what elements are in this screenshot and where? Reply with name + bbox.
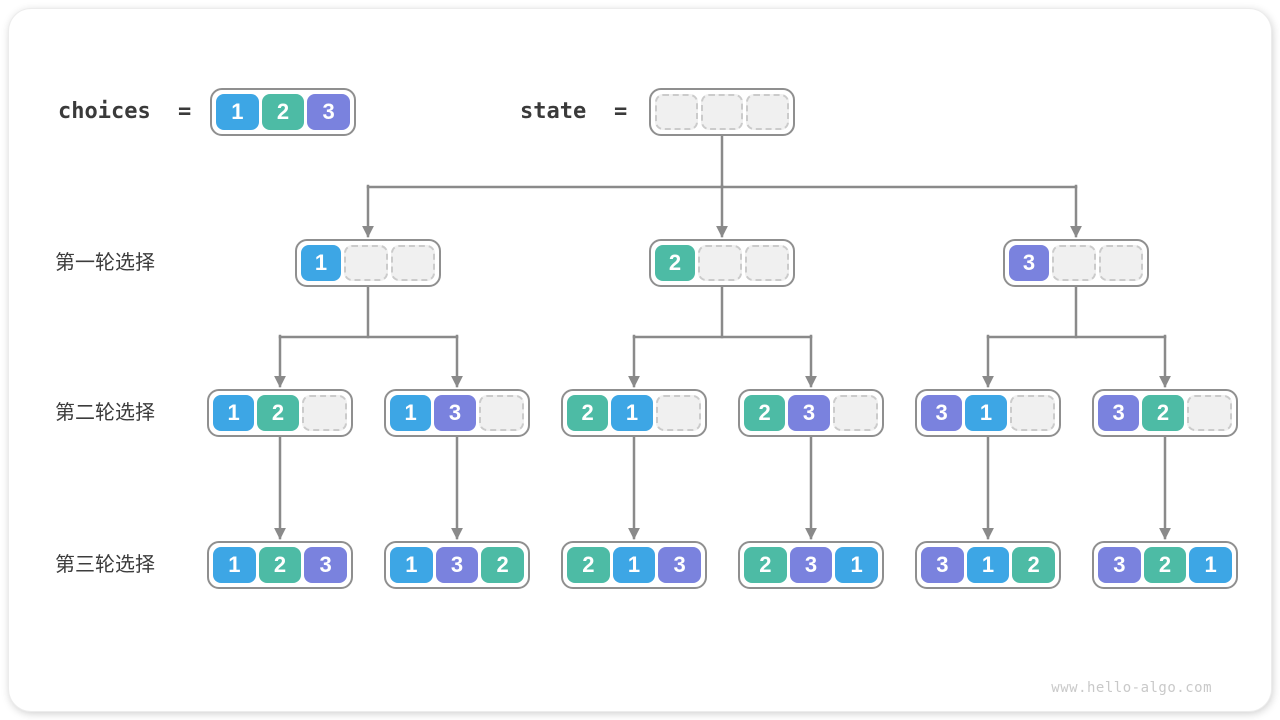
array-cell <box>1009 395 1055 431</box>
array-cell: 2 <box>655 245 695 281</box>
array-cell: 3 <box>1098 395 1140 431</box>
node-r3-123: 1 2 3 <box>207 541 353 589</box>
array-cell: 2 <box>567 395 609 431</box>
array-cell: 2 <box>1143 547 1187 583</box>
array-cell <box>344 245 388 281</box>
array-cell: 2 <box>744 395 786 431</box>
row-label-round-3: 第三轮选择 <box>55 554 155 576</box>
array-cell: 1 <box>612 547 656 583</box>
node-r2-31: 3 1 <box>915 389 1061 437</box>
array-cell: 1 <box>390 395 432 431</box>
node-r2-12: 1 2 <box>207 389 353 437</box>
state-label: state <box>520 99 587 124</box>
node-r1-1: 1 <box>295 239 441 287</box>
state-equals-sign: = <box>614 99 628 124</box>
array-cell: 1 <box>965 395 1007 431</box>
node-r3-132: 1 3 2 <box>384 541 530 589</box>
array-cell: 2 <box>1012 547 1056 583</box>
node-r2-23: 2 3 <box>738 389 884 437</box>
array-cell <box>655 94 698 130</box>
array-cell <box>301 395 347 431</box>
array-cell <box>478 395 524 431</box>
array-cell: 3 <box>921 547 964 583</box>
array-cell <box>391 245 435 281</box>
node-r2-21: 2 1 <box>561 389 707 437</box>
state-box <box>649 88 795 136</box>
node-r1-2: 2 <box>649 239 795 287</box>
array-cell: 3 <box>307 94 351 130</box>
array-cell: 3 <box>434 395 476 431</box>
array-cell: 1 <box>213 395 255 431</box>
figure-card <box>9 9 1271 711</box>
array-cell: 1 <box>611 395 653 431</box>
array-cell <box>1186 395 1232 431</box>
array-cell <box>746 94 790 130</box>
node-r2-32: 3 2 <box>1092 389 1238 437</box>
choices-box: 1 2 3 <box>210 88 356 136</box>
array-cell: 1 <box>1189 547 1233 583</box>
watermark: www.hello-algo.com <box>1051 680 1212 696</box>
array-cell: 2 <box>258 547 302 583</box>
array-cell: 1 <box>390 547 433 583</box>
node-r3-312: 3 1 2 <box>915 541 1061 589</box>
array-cell: 2 <box>744 547 787 583</box>
node-r3-231: 2 3 1 <box>738 541 884 589</box>
array-cell: 1 <box>835 547 879 583</box>
array-cell <box>655 395 701 431</box>
array-cell: 1 <box>301 245 341 281</box>
array-cell: 3 <box>658 547 702 583</box>
array-cell: 3 <box>304 547 348 583</box>
node-r1-3: 3 <box>1003 239 1149 287</box>
array-cell <box>832 395 878 431</box>
array-cell <box>1099 245 1143 281</box>
row-label-round-2: 第二轮选择 <box>55 402 155 424</box>
array-cell <box>745 245 789 281</box>
node-r3-321: 3 2 1 <box>1092 541 1238 589</box>
array-cell: 2 <box>481 547 525 583</box>
row-label-round-1: 第一轮选择 <box>55 252 155 274</box>
array-cell: 1 <box>216 94 259 130</box>
choices-label: choices <box>58 99 151 124</box>
array-cell: 2 <box>257 395 299 431</box>
choices-equals-sign: = <box>178 99 192 124</box>
array-cell: 2 <box>261 94 305 130</box>
array-cell: 2 <box>1142 395 1184 431</box>
array-cell: 2 <box>567 547 610 583</box>
array-cell: 3 <box>1098 547 1141 583</box>
array-cell: 3 <box>788 395 830 431</box>
array-cell: 3 <box>921 395 963 431</box>
node-r3-213: 2 1 3 <box>561 541 707 589</box>
array-cell: 1 <box>966 547 1010 583</box>
array-cell: 1 <box>213 547 256 583</box>
array-cell <box>698 245 742 281</box>
node-r2-13: 1 3 <box>384 389 530 437</box>
array-cell <box>700 94 744 130</box>
array-cell: 3 <box>789 547 833 583</box>
array-cell <box>1052 245 1096 281</box>
array-cell: 3 <box>1009 245 1049 281</box>
array-cell: 3 <box>435 547 479 583</box>
